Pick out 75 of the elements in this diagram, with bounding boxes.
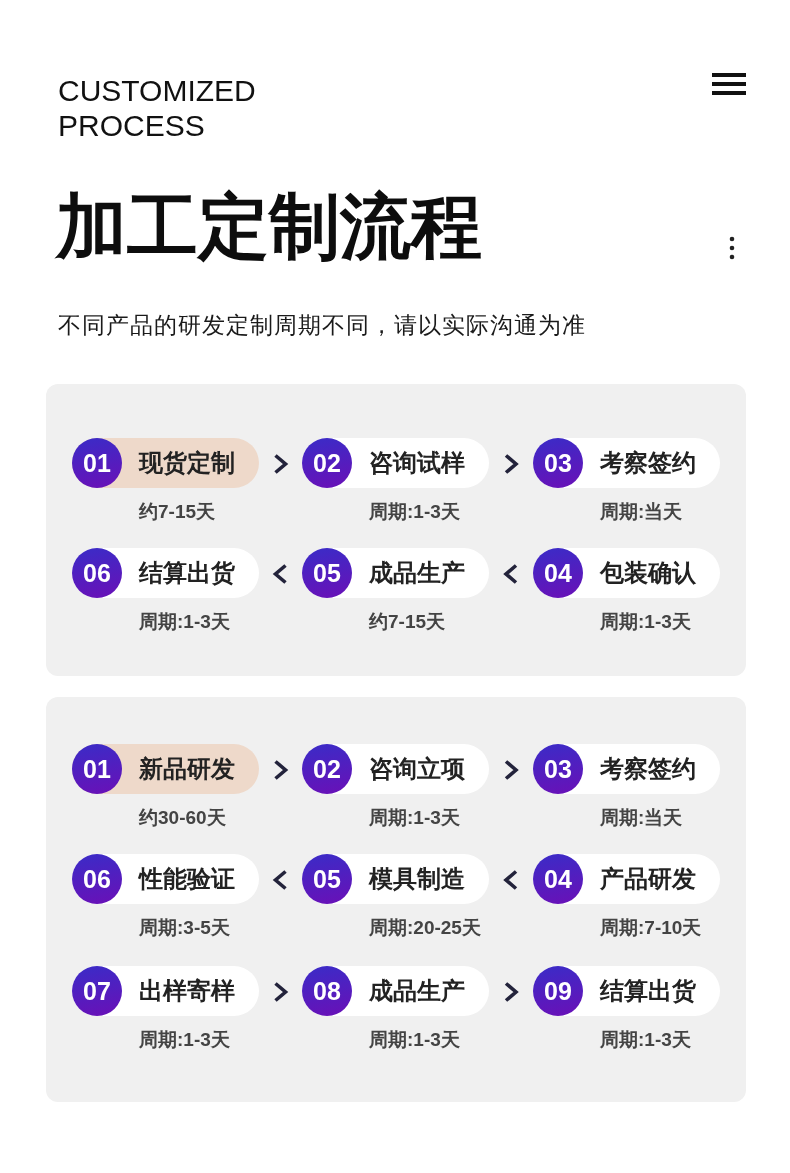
number-circle: 02 [302,744,352,794]
number-circle: 03 [533,744,583,794]
step-pill [72,744,259,794]
step-name: 出样寄样 [139,976,235,1006]
step-pill [72,438,259,488]
number-circle: 05 [302,854,352,904]
chevron-arrow [274,982,289,1002]
step-name: 包装确认 [600,558,696,588]
step-name: 模具制造 [369,864,465,894]
step-name: 咨询立项 [369,754,465,784]
duration-text: 周期:7-10天 [600,916,702,940]
chevron-arrow [503,564,518,584]
number-circle: 01 [72,744,122,794]
duration-text: 周期:1-3天 [600,1028,691,1052]
duration-text: 周期:1-3天 [139,610,230,634]
number-circle: 04 [533,854,583,904]
number-circle: 05 [302,548,352,598]
step-pill [533,744,720,794]
step-name: 现货定制 [139,448,235,478]
duration-text: 周期:1-3天 [139,1028,230,1052]
step-pill [302,438,489,488]
step-pill [533,548,720,598]
duration-text: 周期:当天 [600,500,683,524]
step-name: 新品研发 [139,754,235,784]
chevron-arrow [272,564,287,584]
chevron-arrow [504,982,519,1002]
subtitle-text: 不同产品的研发定制周期不同，请以实际沟通为准 [58,311,586,339]
step-name: 成品生产 [369,976,465,1006]
step-name: 结算出货 [600,976,696,1006]
number-circle: 06 [72,548,122,598]
number-circle: 09 [533,966,583,1016]
number-circle: 06 [72,854,122,904]
heading-text: CUSTOMIZED PROCESS [58,73,257,143]
duration-text: 周期:1-3天 [369,1028,460,1052]
panel [46,697,746,1102]
duration-text: 约7-15天 [369,610,446,634]
step-pill [72,548,259,598]
chevron-arrow [274,760,289,780]
duration-text: 周期:1-3天 [600,610,691,634]
step-pill [302,966,489,1016]
number-circle: 04 [533,548,583,598]
page-title: 加工定制流程 [56,187,482,267]
number-circle: 01 [72,438,122,488]
step-pill [533,966,720,1016]
step-pill [533,438,720,488]
panel [46,384,746,676]
duration-text: 周期:1-3天 [369,500,460,524]
number-circle: 02 [302,438,352,488]
step-name: 咨询试样 [369,448,465,478]
step-pill [533,854,720,904]
number-circle: 03 [533,438,583,488]
chevron-arrow [503,870,518,890]
step-pill [72,966,259,1016]
step-name: 产品研发 [600,864,696,894]
chevron-arrow [272,870,287,890]
duration-text: 周期:20-25天 [369,916,481,940]
number-circle: 07 [72,966,122,1016]
chevron-arrow [504,454,519,474]
duration-text: 约30-60天 [139,806,226,830]
step-name: 考察签约 [600,448,696,478]
chevron-arrow [504,760,519,780]
step-pill [302,744,489,794]
step-pill [72,854,259,904]
step-name: 成品生产 [369,558,465,588]
step-pill [302,854,489,904]
duration-text: 周期:3-5天 [139,916,230,940]
step-name: 性能验证 [139,864,235,894]
duration-text: 周期:当天 [600,806,683,830]
number-circle: 08 [302,966,352,1016]
duration-text: 周期:1-3天 [369,806,460,830]
step-name: 考察签约 [600,754,696,784]
step-name: 结算出货 [139,558,235,588]
duration-text: 约7-15天 [139,500,216,524]
step-pill [302,548,489,598]
chevron-arrow [274,454,289,474]
